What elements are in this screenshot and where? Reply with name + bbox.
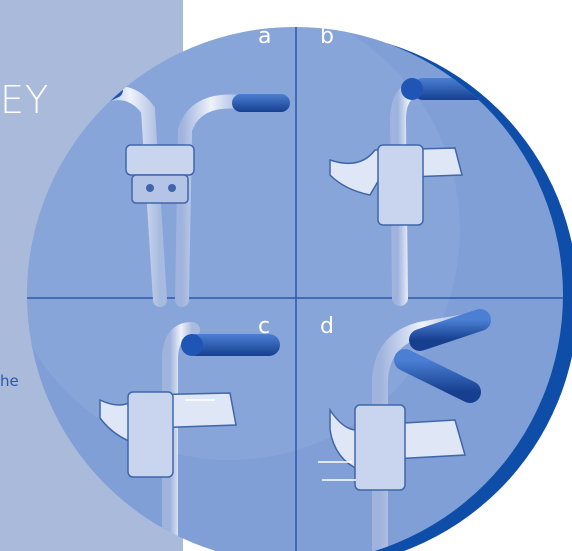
panel-label-b: b <box>320 24 334 49</box>
panel-label-c: c <box>258 314 270 339</box>
panel-c-illustration <box>99 322 280 551</box>
panel-label-a: a <box>258 24 271 49</box>
panel-d-illustration <box>318 309 491 551</box>
panel-label-d: d <box>320 314 334 339</box>
heading-fragment: EY <box>0 78 50 122</box>
body-text-fragment: he <box>0 372 19 390</box>
